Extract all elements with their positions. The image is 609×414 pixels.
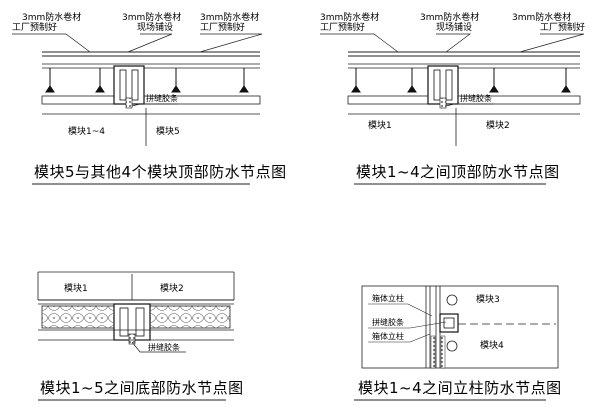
label-module-b: 模块4	[480, 339, 504, 351]
caption-3: 模块1~5之间底部防水节点图	[40, 379, 244, 397]
label-site: 3mm防水卷材 现场铺设	[420, 11, 482, 33]
caption-1: 模块5与其他4个模块顶部防水节点图	[34, 163, 287, 181]
label-sealant: 拼缝胶条	[148, 342, 180, 352]
label-factory-right: 3mm防水卷材 工厂预制好	[200, 11, 262, 33]
label-module-b: 模块2	[160, 282, 184, 294]
detail-4: 模块3 模块4 箱体立柱 拼缝胶条 箱体立柱 模块1~4之间立柱防水节点图	[354, 285, 562, 401]
label-site: 3mm防水卷材 现场铺设	[122, 11, 184, 33]
label-module-a: 模块1~4	[68, 125, 105, 137]
leader-line	[199, 33, 263, 53]
label-column-bottom: 箱体立柱	[372, 331, 404, 341]
caption-4: 模块1~4之间立柱防水节点图	[358, 379, 562, 397]
label-sealant: 拼缝胶条	[372, 317, 404, 327]
label-column-top: 箱体立柱	[372, 293, 404, 303]
label-factory-left: 3mm防水卷材 工厂预制好	[12, 11, 84, 33]
detail-1: 3mm防水卷材 工厂预制好 3mm防水卷材 现场铺设 3mm防水卷材 工厂预制好	[12, 11, 287, 185]
leader-line	[12, 33, 91, 53]
label-module-a: 模块1	[368, 119, 392, 131]
detail-2: 3mm防水卷材 工厂预制好 3mm防水卷材 现场铺设 3mm防水卷材 工厂预制好	[320, 11, 585, 185]
detail-3: 模块1 模块2 拼缝胶条 模块1~5之间底部防水节点图	[37, 271, 244, 401]
label-module-b: 模块2	[486, 119, 510, 131]
label-module-b: 模块5	[156, 125, 180, 137]
label-sealant: 拼缝胶条	[146, 93, 178, 103]
label-module-a: 模块3	[476, 293, 500, 305]
label-sealant: 拼缝胶条	[460, 93, 492, 103]
label-factory-left: 3mm防水卷材 工厂预制好	[320, 11, 382, 33]
label-factory-right: 3mm防水卷材 工厂预制好	[512, 11, 585, 33]
caption-2: 模块1~4之间顶部防水节点图	[356, 163, 560, 181]
leader-line	[127, 33, 173, 53]
label-module-a: 模块1	[64, 282, 88, 294]
